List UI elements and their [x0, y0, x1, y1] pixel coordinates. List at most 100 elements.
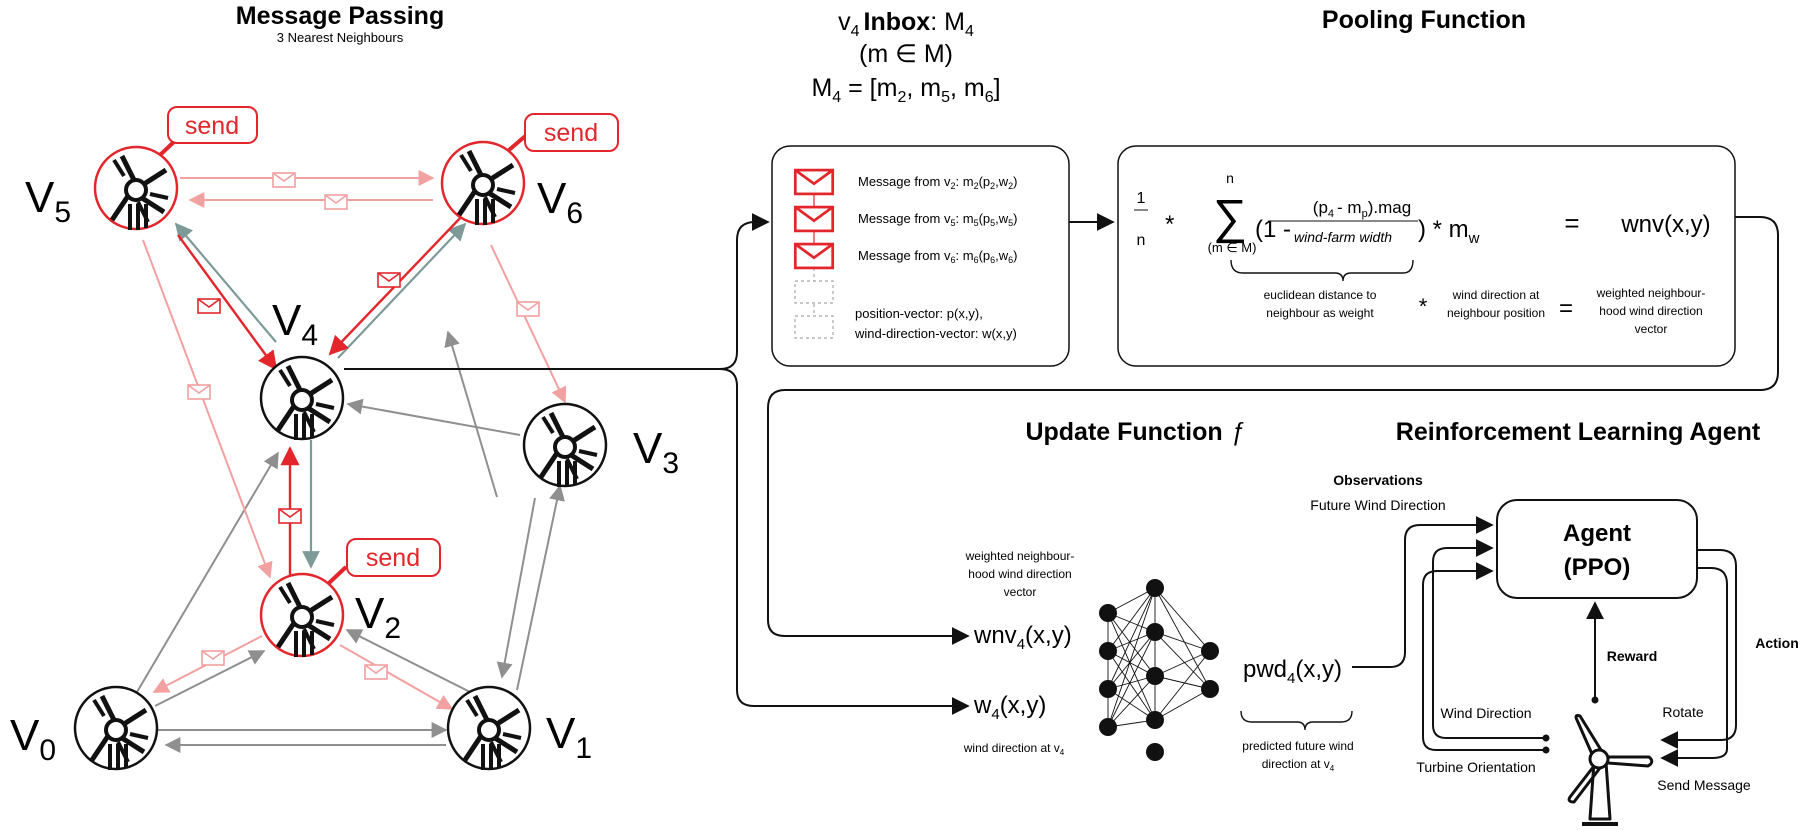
message-passing-subtitle: 3 Nearest Neighbours [277, 30, 404, 45]
svg-text:*: * [1419, 294, 1428, 319]
connector-v4-to-w4 [719, 368, 970, 715]
envelope-icon [187, 384, 211, 400]
wind-turbine-icon [1567, 714, 1654, 826]
neural-network-icon [1099, 579, 1219, 761]
wind-vector-label: wind-direction-vector: w(x,y) [854, 326, 1017, 341]
w4-note: wind direction at v4 [963, 741, 1065, 757]
connector-send-message [1660, 567, 1728, 767]
envelope-icon [272, 172, 296, 188]
pooling-title: Pooling Function [1322, 6, 1526, 34]
pooling-numerator: (p4- mp).mag [1313, 198, 1411, 220]
node-v1: V1 [446, 685, 592, 770]
turbine-orientation-label: Turbine Orientation [1416, 759, 1535, 775]
svg-text:vector: vector [1004, 585, 1037, 599]
reward-label: Reward [1607, 648, 1658, 664]
svg-text:1: 1 [1137, 190, 1146, 207]
svg-text:=: = [1564, 208, 1579, 238]
edge-v3-v1 [496, 497, 536, 679]
future-wind-label: Future Wind Direction [1310, 497, 1445, 513]
svg-text:weighted neighbour-: weighted neighbour- [1596, 286, 1706, 300]
node-v5: send V5 [25, 106, 258, 230]
inbox-envelopes [793, 168, 835, 339]
svg-text:hood wind direction: hood wind direction [1599, 304, 1702, 318]
svg-text:*: * [1165, 211, 1174, 238]
message-passing-title: Message Passing [236, 2, 444, 30]
pwd4-output: pwd4(x,y) [1243, 656, 1342, 687]
position-vector-label: position-vector: p(x,y), [855, 306, 983, 321]
message-v6: Message from v6: m6(p6,w6) [858, 248, 1018, 265]
envelope-icon [201, 650, 225, 666]
node-label-v0: V0 [10, 711, 56, 767]
envelope-icon [377, 272, 401, 288]
svg-text:neighbour position: neighbour position [1447, 306, 1545, 320]
action-label: Action [1755, 635, 1799, 651]
connector-orientation-to-agent [1422, 562, 1546, 751]
message-v5: Message from v5: m5(p5,w5) [858, 211, 1018, 228]
svg-text:(1 -: (1 - [1255, 216, 1291, 243]
node-label-v2: V2 [355, 589, 401, 645]
envelope-icon [516, 301, 540, 317]
inbox-messages: Message from v2: m2(p2,w2) Message from … [854, 174, 1018, 341]
edge-v5-v2 [142, 239, 273, 579]
node-label-v6: V6 [537, 174, 583, 230]
pink-edges [142, 170, 567, 710]
pooling-formula: 1 n * n ∑ (m ∈ M) (1 - (p4- mp).mag wind… [1134, 170, 1711, 336]
edge-v5-v4 [177, 234, 278, 371]
envelope-icon [197, 298, 221, 314]
send-label: send [544, 119, 598, 147]
message-v2: Message from v2: m2(p2,w2) [858, 174, 1018, 191]
node-v6: send V6 [440, 113, 619, 230]
edge-v1-v2 [345, 629, 475, 695]
pwd4-note-2: direction at v4 [1262, 757, 1335, 773]
svg-text:neighbour as weight: neighbour as weight [1266, 306, 1374, 320]
brace [1230, 259, 1414, 282]
send-message-label: Send Message [1657, 777, 1751, 793]
wind-direction-label: Wind Direction [1440, 705, 1531, 721]
agent-connectors [1352, 516, 1737, 767]
agent-algo: (PPO) [1564, 554, 1631, 581]
node-v3: V3 [522, 402, 679, 487]
update-notes: weighted neighbour- hood wind direction … [965, 549, 1075, 599]
connector-wind-to-agent [1432, 539, 1546, 739]
message-envelope-icon [793, 168, 835, 196]
node-v4: V4 [259, 296, 345, 440]
message-envelope-icon [793, 242, 835, 270]
edge-v4-v5 [174, 222, 277, 343]
wnv4-input: wnv4(x,y) [973, 622, 1072, 653]
svg-text:euclidean distance to: euclidean distance to [1264, 288, 1377, 302]
node-label-v3: V3 [633, 424, 679, 480]
send-label: send [366, 544, 420, 572]
edge-v0-v4 [136, 451, 279, 693]
pwd4-note-1: predicted future wind [1242, 739, 1353, 753]
edge-v1-v3 [516, 484, 565, 691]
reward-dot [1591, 696, 1599, 704]
pooling-panel [1117, 145, 1736, 367]
output-brace [1240, 710, 1353, 731]
orientation-dot [1542, 746, 1550, 754]
svg-text:wind-farm width: wind-farm width [1294, 229, 1392, 245]
teal-edges [174, 222, 467, 569]
svg-text:(m ∈ M): (m ∈ M) [1208, 240, 1257, 255]
gray-edges [136, 330, 565, 753]
node-label-v5: V5 [25, 173, 71, 229]
inbox-line-3: M4 = [m2, m5, m6] [811, 74, 1000, 106]
agent-title: Reinforcement Learning Agent [1396, 418, 1761, 446]
empty-slot [794, 315, 834, 339]
pooling-close: ) * mw [1418, 216, 1480, 247]
svg-text:n: n [1226, 170, 1234, 186]
svg-text:hood wind direction: hood wind direction [968, 567, 1071, 581]
flow-connectors [344, 213, 1779, 715]
edge-v3-v6 [444, 330, 498, 498]
message-envelope-icon [793, 205, 835, 233]
svg-text:weighted neighbour-: weighted neighbour- [965, 549, 1075, 563]
edge-v2-v1 [339, 644, 454, 710]
svg-text:n: n [1137, 232, 1146, 249]
node-v0: V0 [10, 685, 159, 770]
w4-input: w4(x,y) [973, 692, 1046, 723]
wind-dot [1542, 734, 1550, 742]
inbox-panel [771, 145, 1070, 367]
